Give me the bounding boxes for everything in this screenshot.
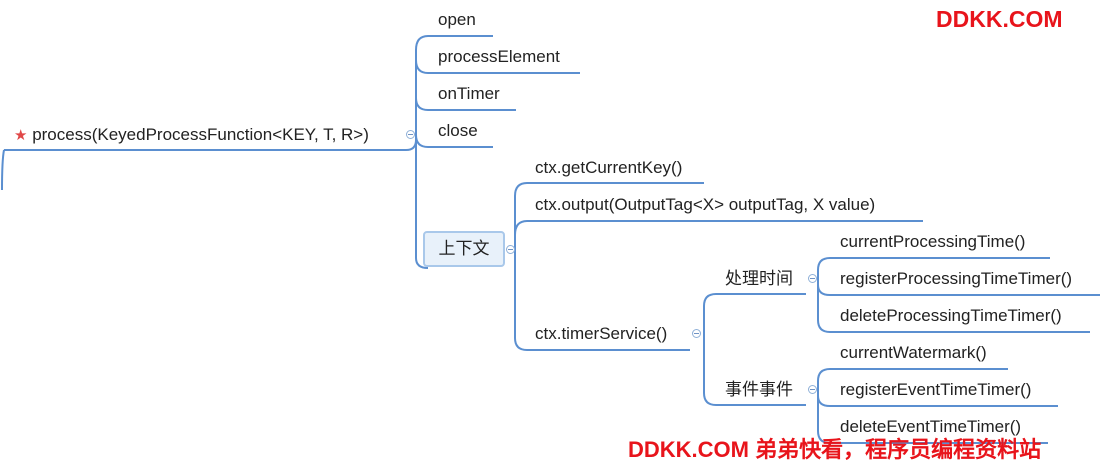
ctx-get-current-key[interactable]: ctx.getCurrentKey() [535,158,683,177]
star-icon: ★ [14,127,28,144]
current-watermark[interactable]: currentWatermark() [840,343,987,362]
root-node[interactable]: ★ process(KeyedProcessFunction<KEY, T, R… [14,124,369,147]
event-time-node[interactable]: 事件事件 [725,380,793,399]
ctx-output[interactable]: ctx.output(OutputTag<X> outputTag, X val… [535,195,876,214]
event-time-collapse-icon[interactable] [808,385,817,394]
current-processing-time[interactable]: currentProcessingTime() [840,232,1026,251]
register-processing-time-timer[interactable]: registerProcessingTimeTimer() [840,269,1073,288]
processing-time-node[interactable]: 处理时间 [725,269,793,288]
processing-time-collapse-icon[interactable] [808,274,817,283]
timer-service-collapse-icon[interactable] [692,329,701,338]
context-collapse-icon[interactable] [506,245,515,254]
register-event-time-timer[interactable]: registerEventTimeTimer() [840,380,1032,399]
delete-event-time-timer[interactable]: deleteEventTimeTimer() [840,417,1022,436]
root-trunk [405,35,429,151]
method-on-timer[interactable]: onTimer [438,84,500,103]
method-close[interactable]: close [438,121,478,140]
root-label: process(KeyedProcessFunction<KEY, T, R>) [32,125,369,144]
root-left-stub [1,149,5,191]
method-process-element[interactable]: processElement [438,47,560,66]
ctx-timer-service[interactable]: ctx.timerService() [535,324,668,343]
root-collapse-icon[interactable] [406,130,415,139]
delete-processing-time-timer[interactable]: deleteProcessingTimeTimer() [840,306,1062,325]
method-open[interactable]: open [438,10,476,29]
watermark-bottom: DDKK.COM 弟弟快看，程序员编程资料站 [628,437,1042,462]
watermark-top: DDKK.COM [936,6,1063,32]
context-node[interactable]: 上下文 [423,231,505,267]
